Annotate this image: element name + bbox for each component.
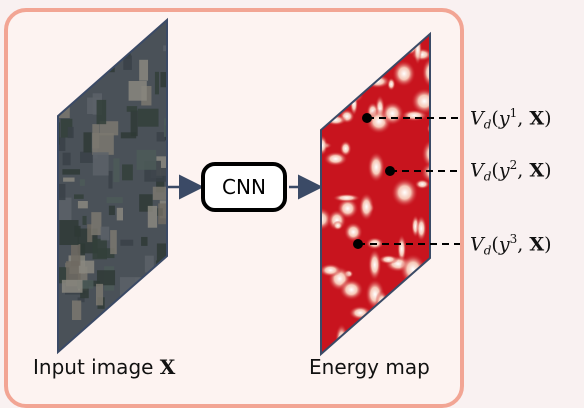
energy-label-3: Vd(y3, X) xyxy=(470,232,552,258)
energy-sample-2 xyxy=(385,166,460,176)
input-caption-symbol: X xyxy=(159,355,176,379)
input-image-caption: Input image X xyxy=(33,355,175,379)
energy-map-caption: Energy map xyxy=(309,355,430,379)
energy-label-2: Vd(y2, X) xyxy=(470,158,552,184)
energy-map xyxy=(320,31,431,357)
energy-label-1-sup: 1 xyxy=(509,106,518,120)
cnn-block: CNN xyxy=(201,162,287,212)
energy-label-2-sup: 2 xyxy=(509,158,518,172)
input-image xyxy=(57,17,168,355)
diagram-canvas xyxy=(57,17,460,357)
energy-sample-1 xyxy=(362,113,460,123)
input-caption-text: Input image xyxy=(33,355,160,379)
energy-label-1: Vd(y1, X) xyxy=(470,106,552,132)
energy-sample-3 xyxy=(353,239,460,249)
cnn-label: CNN xyxy=(222,175,266,199)
energy-label-3-sup: 3 xyxy=(509,232,518,246)
